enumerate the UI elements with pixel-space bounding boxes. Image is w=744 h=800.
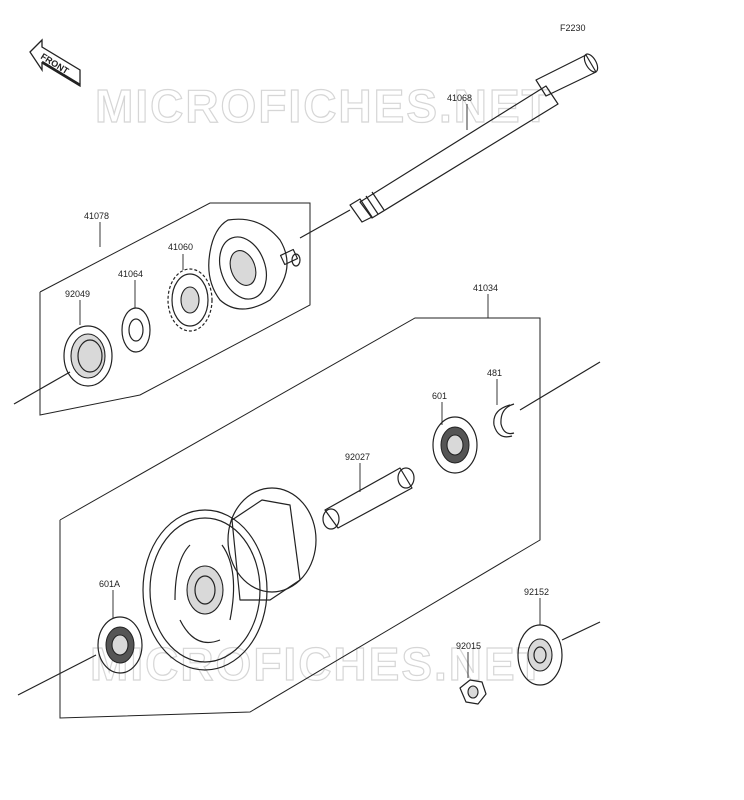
hub-part — [142, 487, 317, 671]
gear-housing-part — [208, 218, 301, 310]
watermark-top: MICROFICHES.NET — [95, 80, 552, 132]
gear-part — [167, 268, 213, 332]
label-41060: 41060 — [168, 242, 193, 252]
label-92027: 92027 — [345, 452, 370, 462]
label-41068: 41068 — [447, 93, 472, 103]
collar-part — [322, 467, 415, 530]
label-92015: 92015 — [456, 641, 481, 651]
washer-part — [121, 307, 151, 353]
nut-part — [459, 679, 487, 705]
label-41078: 41078 — [84, 211, 109, 221]
bearing-601a-part — [97, 616, 143, 674]
label-92049: 92049 — [65, 289, 90, 299]
label-601a: 601A — [99, 579, 120, 589]
seal-part — [63, 325, 113, 387]
label-92152: 92152 — [524, 587, 549, 597]
assembly-frame-41078 — [39, 202, 311, 416]
front-arrow-icon: FRONT — [29, 38, 81, 88]
label-41064: 41064 — [118, 269, 143, 279]
assembly-frame-41034 — [59, 317, 541, 719]
label-601: 601 — [432, 391, 447, 401]
label-481: 481 — [487, 368, 502, 378]
figure-code: F2230 — [560, 23, 586, 33]
axle-part — [299, 53, 599, 239]
circlip-part — [493, 403, 515, 438]
label-41034: 41034 — [473, 283, 498, 293]
bearing-601-part — [432, 416, 478, 474]
watermark-bottom: MICROFICHES.NET — [90, 638, 547, 690]
